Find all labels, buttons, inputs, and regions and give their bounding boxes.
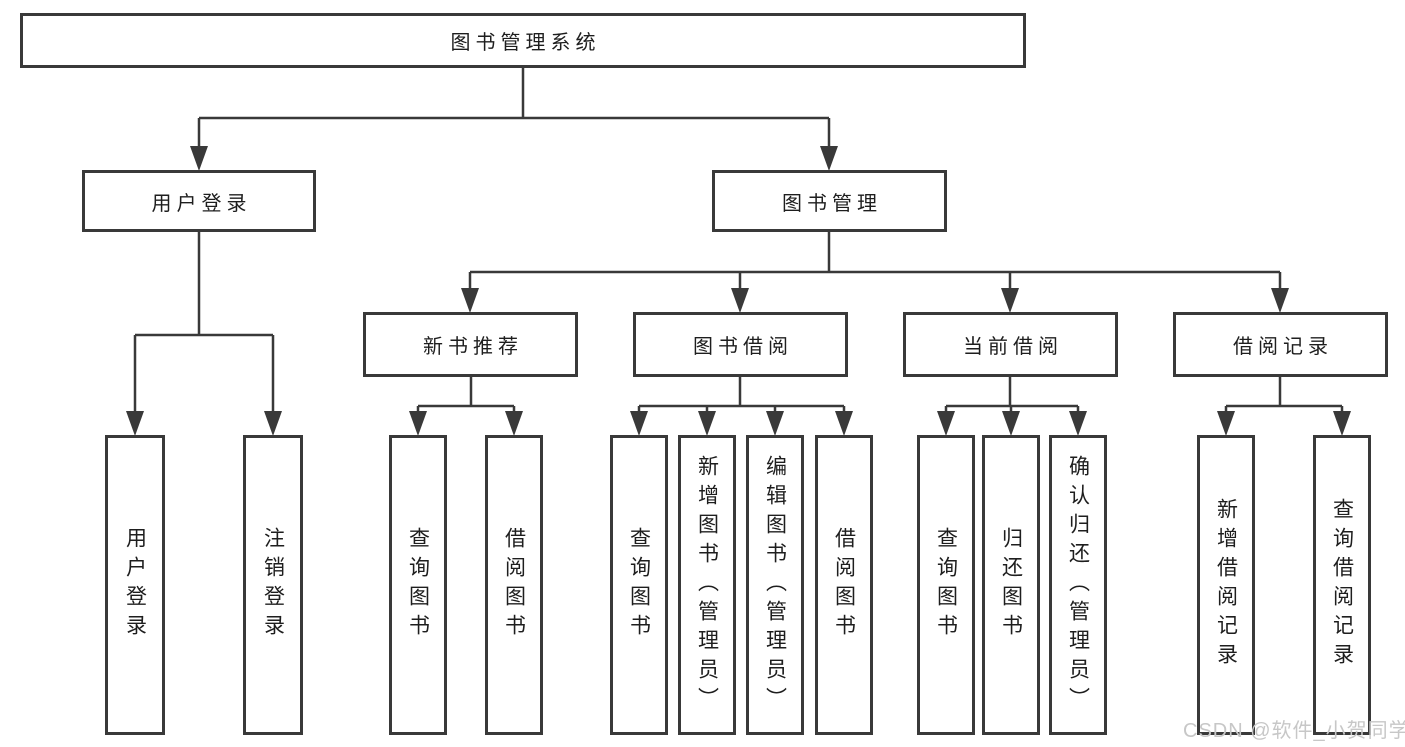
leaf-logout: 注销登录 <box>243 435 303 735</box>
arrowhead-icons <box>126 146 1351 436</box>
node-borrowing-records: 借阅记录 <box>1173 312 1388 377</box>
node-new-book-recommendation: 新书推荐 <box>363 312 578 377</box>
arrow-down-icon <box>1001 288 1019 313</box>
node-label: 用户登录 <box>123 527 147 643</box>
arrow-down-icon <box>1217 411 1235 436</box>
arrow-down-icon <box>505 411 523 436</box>
node-book-management: 图书管理 <box>712 170 947 232</box>
leaf-borrow-books: 借阅图书 <box>485 435 543 735</box>
leaf-query-books: 查询图书 <box>917 435 975 735</box>
arrow-down-icon <box>1069 411 1087 436</box>
leaf-borrow-books: 借阅图书 <box>815 435 873 735</box>
arrow-down-icon <box>1271 288 1289 313</box>
arrow-down-icon <box>1002 411 1020 436</box>
arrow-down-icon <box>461 288 479 313</box>
arrow-down-icon <box>731 288 749 313</box>
arrow-down-icon <box>126 411 144 436</box>
arrow-down-icon <box>409 411 427 436</box>
node-label: 编辑图书（管理员） <box>763 454 787 716</box>
node-label: 查询图书 <box>627 527 651 643</box>
connector-lines <box>133 68 1344 413</box>
node-label: 查询借阅记录 <box>1330 498 1354 672</box>
leaf-return-books: 归还图书 <box>982 435 1040 735</box>
node-book-borrowing: 图书借阅 <box>633 312 848 377</box>
csdn-watermark: CSDN @软件_小贺同学 <box>1183 720 1405 742</box>
arrow-down-icon <box>766 411 784 436</box>
leaf-query-books: 查询图书 <box>389 435 447 735</box>
arrow-down-icon <box>630 411 648 436</box>
node-label: 当前借阅 <box>963 336 1063 358</box>
node-label: 借阅图书 <box>832 527 856 643</box>
node-label: 新增图书（管理员） <box>695 454 719 716</box>
node-label: 图书管理 <box>782 192 882 215</box>
node-label: 用户登录 <box>151 192 252 215</box>
node-label: 查询图书 <box>934 527 958 643</box>
node-label: 注销登录 <box>261 527 285 643</box>
leaf-edit-books-admin: 编辑图书（管理员） <box>746 435 804 735</box>
node-label: 归还图书 <box>999 527 1023 643</box>
node-current-borrowing: 当前借阅 <box>903 312 1118 377</box>
leaf-query-books: 查询图书 <box>610 435 668 735</box>
leaf-query-borrow-record: 查询借阅记录 <box>1313 435 1371 735</box>
node-library-management-system: 图书管理系统 <box>20 13 1026 68</box>
node-user-login: 用户登录 <box>82 170 316 232</box>
arrow-down-icon <box>190 146 208 171</box>
arrow-down-icon <box>835 411 853 436</box>
arrow-down-icon <box>1333 411 1351 436</box>
arrow-down-icon <box>264 411 282 436</box>
arrow-down-icon <box>820 146 838 171</box>
node-label: 图书管理系统 <box>450 32 601 54</box>
node-label: 新增借阅记录 <box>1214 498 1238 672</box>
leaf-confirm-return-admin: 确认归还（管理员） <box>1049 435 1107 735</box>
node-label: 查询图书 <box>406 527 430 643</box>
arrow-down-icon <box>698 411 716 436</box>
node-label: 确认归还（管理员） <box>1066 454 1090 716</box>
leaf-add-borrow-record: 新增借阅记录 <box>1197 435 1255 735</box>
node-label: 借阅记录 <box>1233 336 1333 358</box>
node-label: 新书推荐 <box>423 336 523 358</box>
node-label: 图书借阅 <box>693 336 793 358</box>
arrow-down-icon <box>937 411 955 436</box>
leaf-user-login: 用户登录 <box>105 435 165 735</box>
leaf-add-books-admin: 新增图书（管理员） <box>678 435 736 735</box>
node-label: 借阅图书 <box>502 527 526 643</box>
